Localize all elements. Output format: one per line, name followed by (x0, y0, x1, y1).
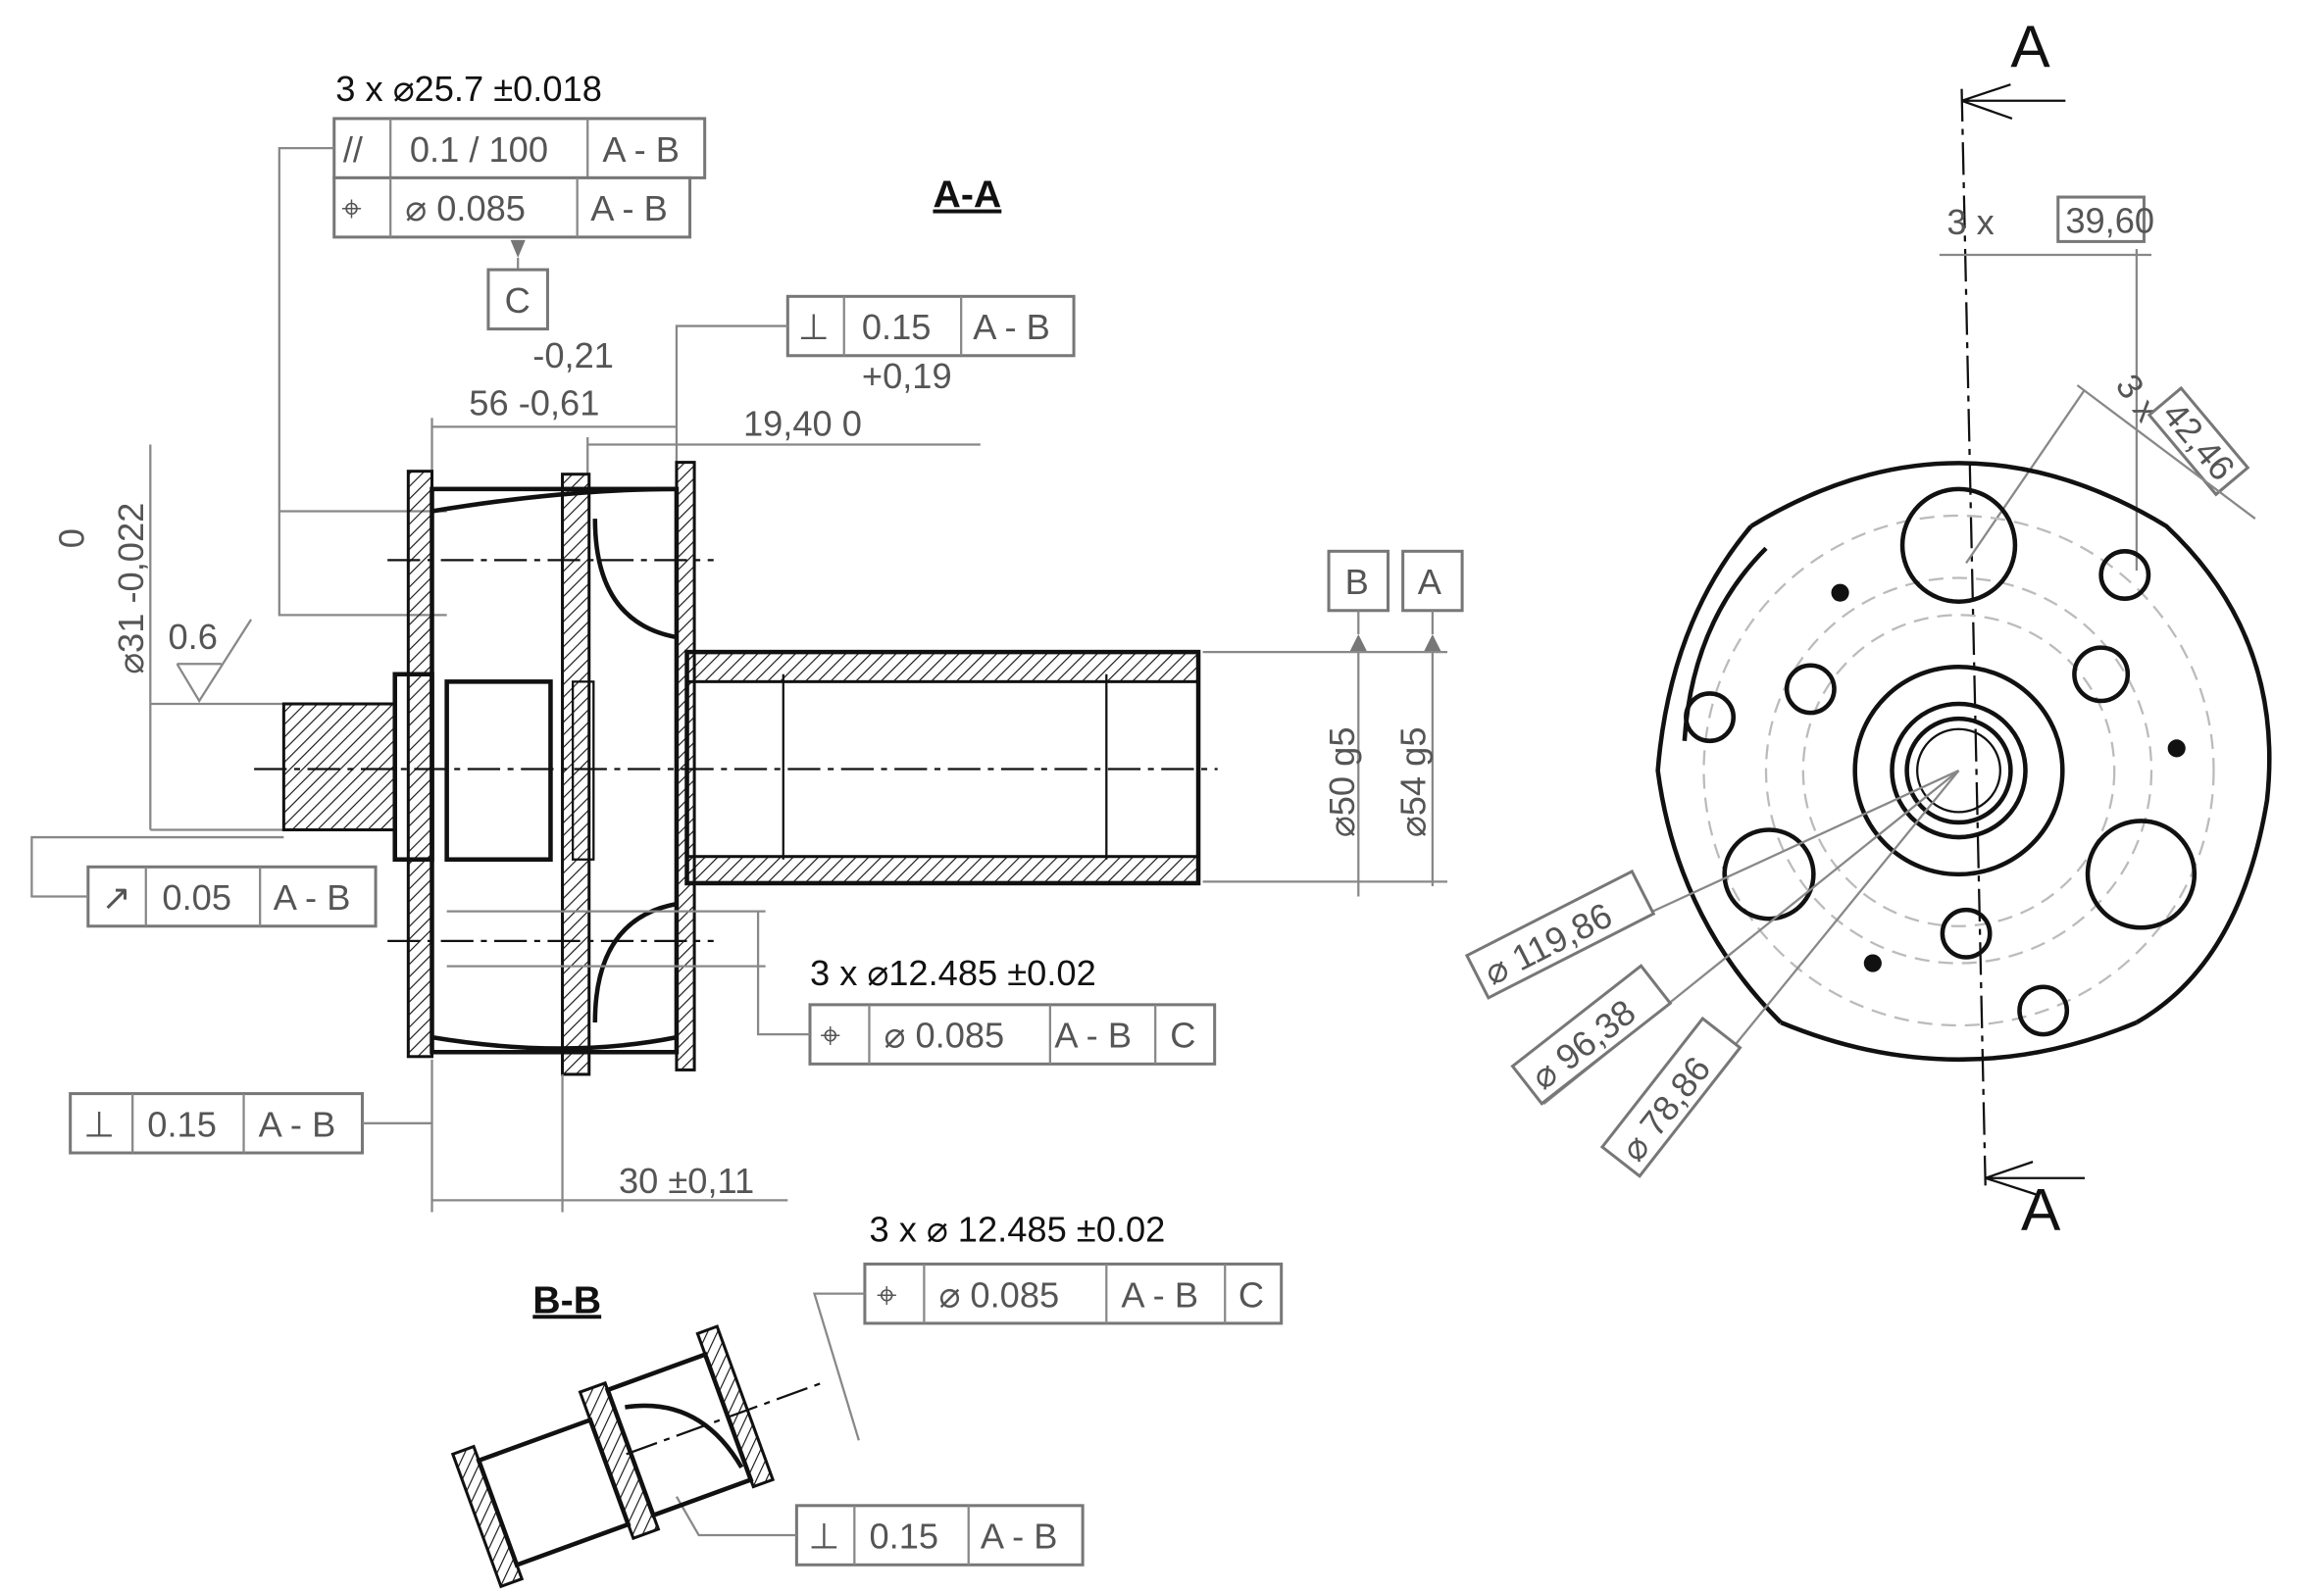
section-bb-view: B-B 3 x ⌀ 12.485 ±0.02 ⌖ ⌀ 0.085 A - B C… (450, 1210, 1284, 1589)
surface-finish-symbol: 0.6 (168, 617, 253, 704)
section-aa-view: A-A 3 x ⌀25.7 ±0.018 // 0.1 / 100 A - B … (30, 69, 1464, 1213)
dim-31-upper-tolerance: 0 (51, 528, 91, 548)
dim-19-40: 19,40 0 (743, 403, 862, 443)
section-bb-title: B-B (532, 1278, 601, 1321)
datum-a-box (1401, 549, 1464, 613)
fcf-tolerance: ⌀ 0.085 (939, 1274, 1060, 1315)
dim-54-g5: ⌀54 g5 (1392, 726, 1433, 837)
fcf-datum-2: C (1238, 1274, 1264, 1315)
perpendicularity-symbol: ⊥ (808, 1517, 839, 1557)
fcf-datum: A - B (274, 877, 351, 918)
fcf-tolerance: 0.15 (869, 1517, 938, 1557)
fcf-datum: A - B (590, 188, 668, 228)
dim-56: 56 -0,61 (469, 382, 599, 423)
datum-c-label: C (505, 280, 530, 321)
dim-30: 30 ±0,11 (619, 1161, 754, 1201)
hole-spec-12-485: 3 x ⌀12.485 ±0.02 (810, 953, 1096, 993)
front-view: A A 3 x 39,60 3 x 42,46 (1464, 13, 2272, 1243)
datum-b-label: B (1345, 562, 1369, 602)
dim-31: ⌀31 -0,022 (111, 503, 151, 674)
part-section-bb-geometry (450, 1324, 822, 1589)
surface-finish-value: 0.6 (168, 617, 217, 657)
part-section-geometry (254, 461, 1218, 1076)
part-front-geometry (1655, 461, 2272, 1063)
fcf-tolerance: ⌀ 0.085 (884, 1016, 1005, 1056)
basic-dim-box-42-46 (2147, 385, 2250, 497)
fcf-position-bb: ⌖ ⌀ 0.085 A - B C (863, 1262, 1284, 1325)
perpendicularity-symbol: ⊥ (83, 1104, 115, 1144)
dim-56-upper-tolerance: -0,21 (532, 335, 614, 375)
count-39-60: 3 x (1946, 202, 1994, 242)
fcf-perpendicularity-top: ⊥ 0.15 A - B (785, 294, 1076, 358)
position-symbol: ⌖ (877, 1274, 896, 1315)
dim-50-g5: ⌀50 g5 (1322, 726, 1362, 837)
parallelism-symbol: // (343, 129, 364, 170)
hole-spec-12-485-bb: 3 x ⌀ 12.485 ±0.02 (869, 1210, 1165, 1250)
fcf-position-2: ⌖ ⌀ 0.085 A - B C (808, 1003, 1217, 1066)
datum-b-box (1327, 549, 1390, 613)
basic-dim-box-39-60 (2056, 195, 2146, 243)
fcf-datum: A - B (981, 1517, 1058, 1557)
hole-spec-25-7: 3 x ⌀25.7 ±0.018 (335, 69, 602, 109)
fcf-tolerance: 0.15 (147, 1104, 217, 1144)
fcf-position: ⌖ ⌀ 0.085 A - B (332, 175, 692, 239)
section-aa-title: A-A (933, 174, 1001, 217)
fcf-datum: A - B (1054, 1016, 1132, 1056)
fcf-datum: A - B (1121, 1274, 1198, 1315)
fcf-datum-2: C (1170, 1016, 1195, 1056)
fcf-datum: A - B (259, 1104, 336, 1144)
position-symbol: ⌖ (341, 188, 361, 228)
fcf-perpendicularity-bb: ⊥ 0.15 A - B (794, 1504, 1085, 1567)
fcf-tolerance: 0.1 / 100 (410, 129, 548, 170)
section-label-bottom: A (2021, 1176, 2061, 1243)
position-symbol: ⌖ (821, 1016, 840, 1056)
fcf-parallel: // 0.1 / 100 A - B (332, 117, 707, 179)
fcf-datum: A - B (602, 129, 680, 170)
fcf-tolerance: 0.15 (862, 307, 932, 347)
section-label-top: A (2010, 13, 2050, 79)
fcf-perpendicularity-bottom: ⊥ 0.15 A - B (69, 1092, 364, 1155)
perpendicularity-symbol: ⊥ (798, 307, 830, 347)
runout-symbol: ↗ (101, 877, 130, 918)
datum-c-box (486, 268, 549, 331)
fcf-datum: A - B (973, 307, 1050, 347)
fcf-tolerance: 0.05 (162, 877, 231, 918)
dim-19-upper-tolerance: +0,19 (862, 356, 952, 396)
dim-39-60: 39,60 (2065, 200, 2154, 240)
fcf-runout: ↗ 0.05 A - B (86, 865, 378, 928)
datum-a-label: A (1418, 562, 1442, 602)
fcf-tolerance: ⌀ 0.085 (405, 188, 526, 228)
